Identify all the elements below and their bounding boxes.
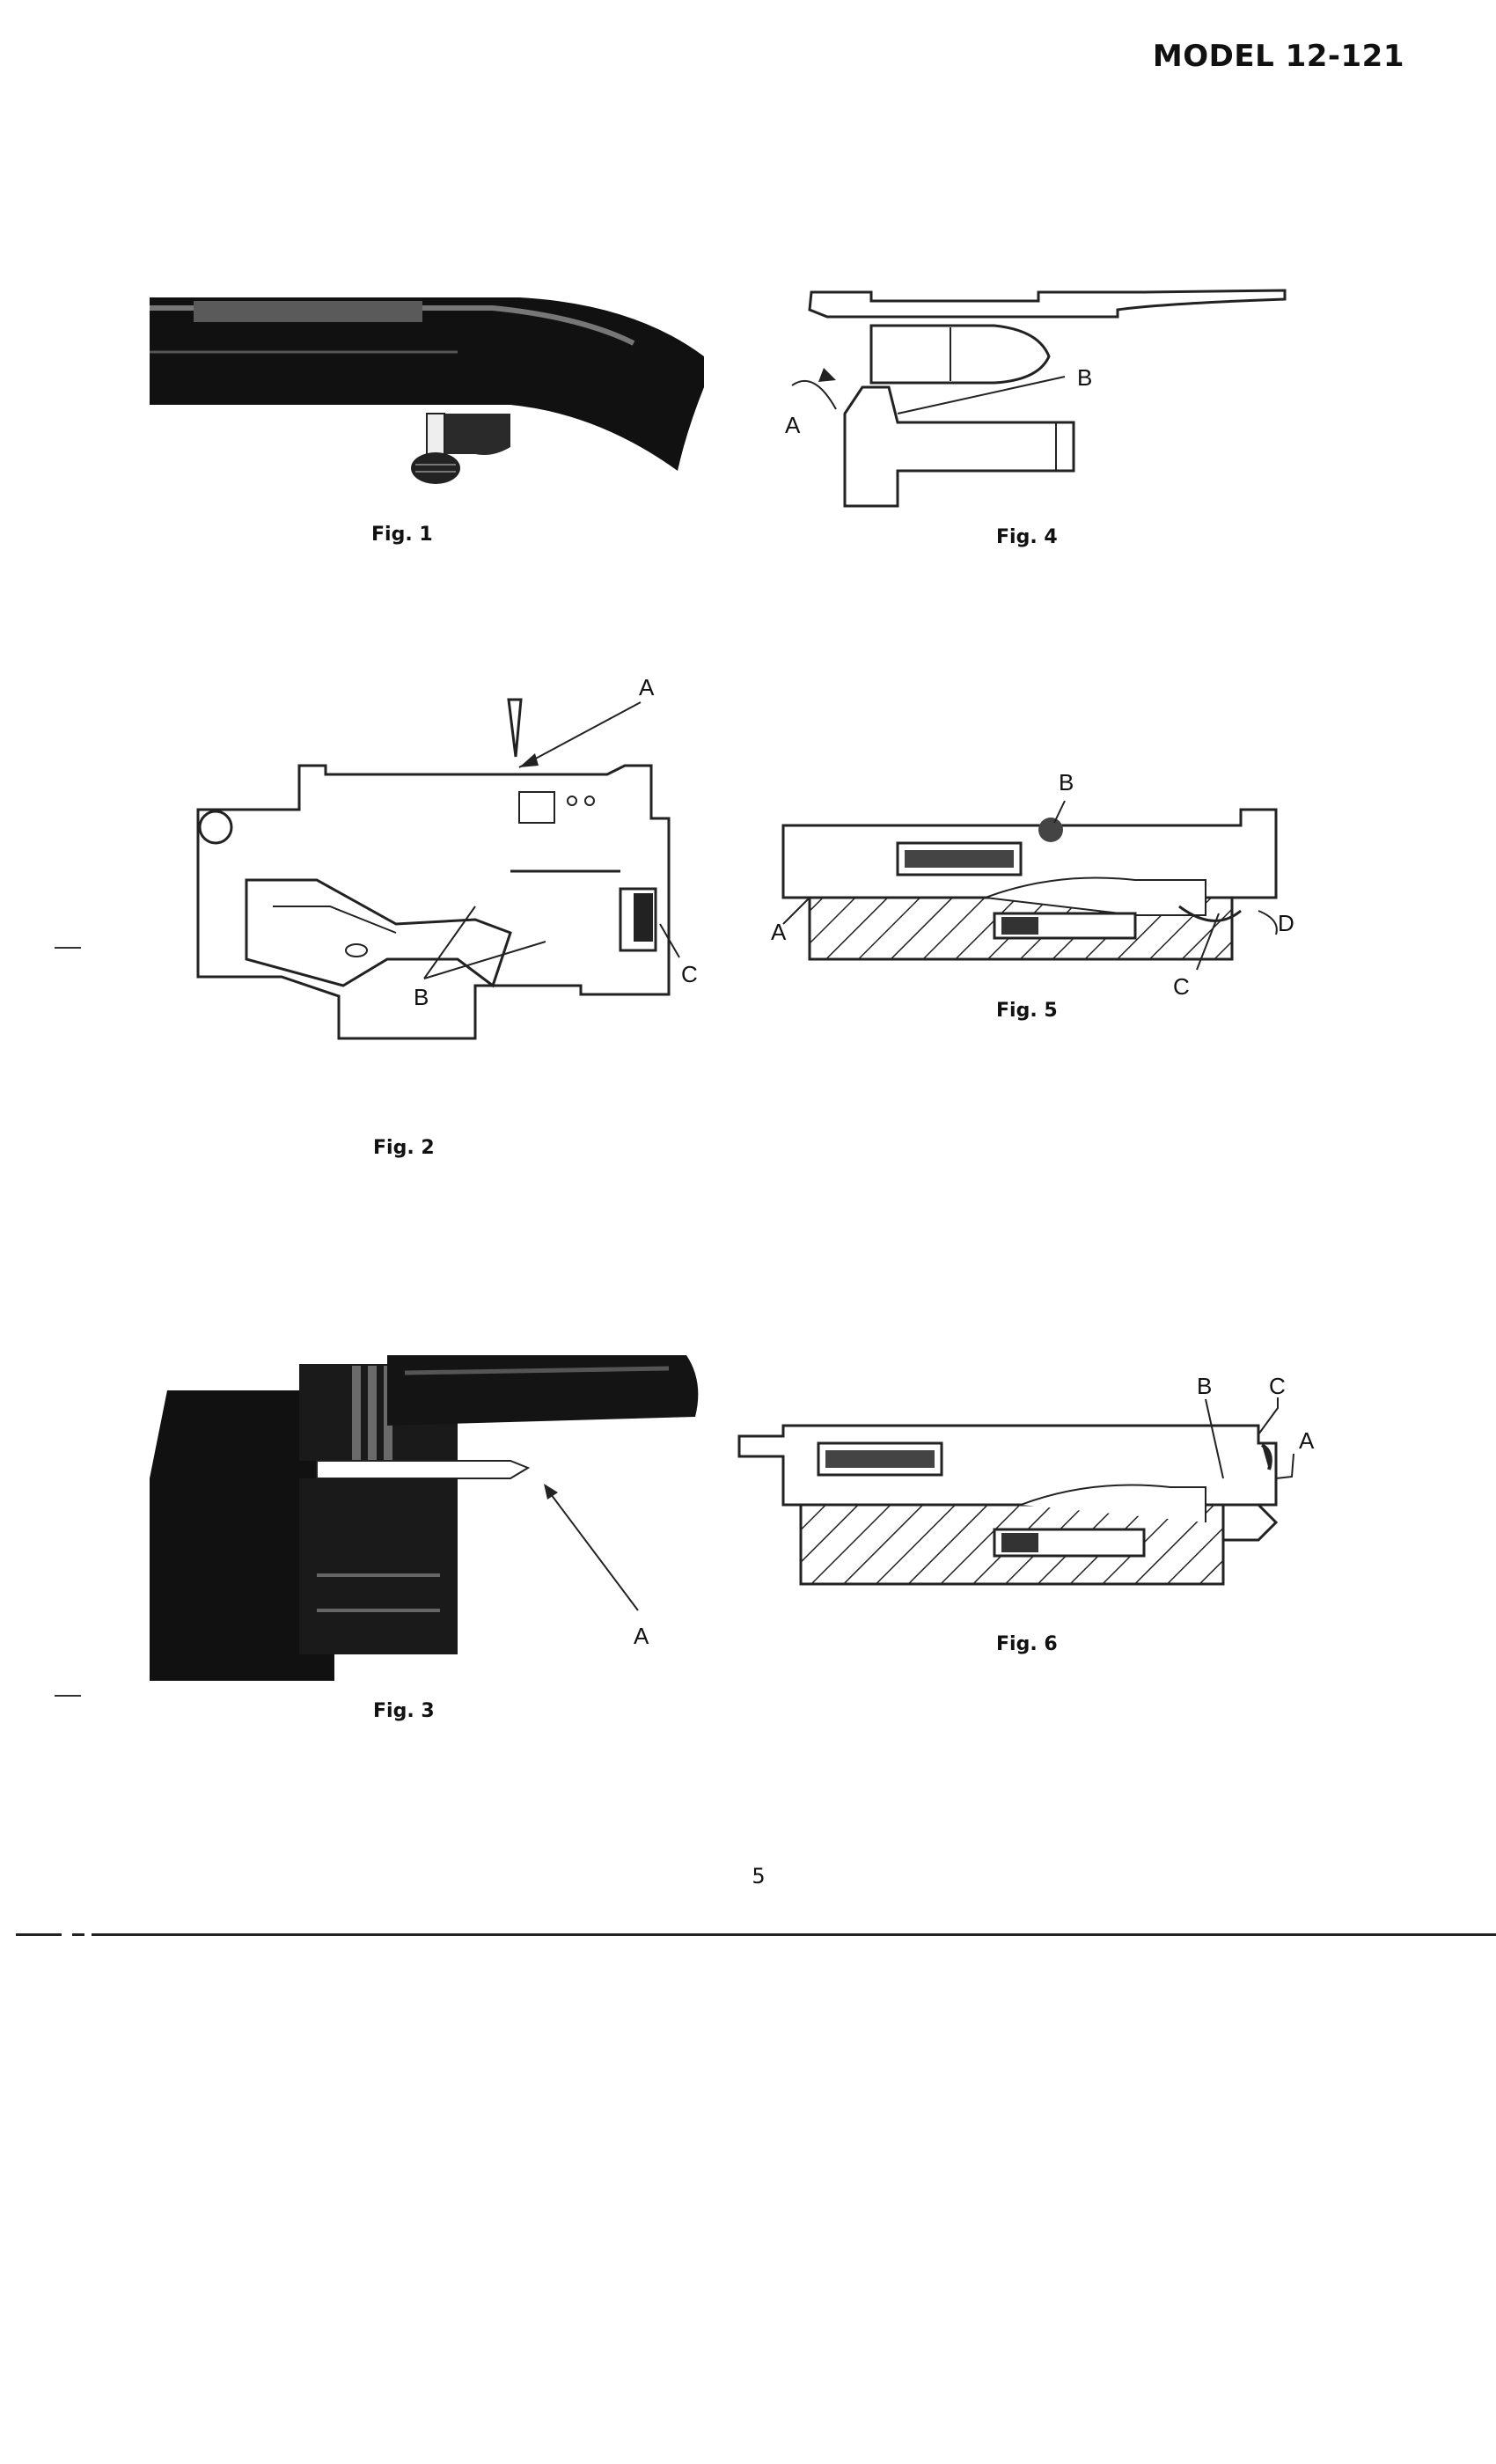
figure-2-caption: Fig. 2 bbox=[373, 1137, 435, 1159]
figure-6-callout-a: A bbox=[1299, 1427, 1315, 1454]
figure-4: A B Fig. 4 bbox=[774, 282, 1302, 563]
figure-4-caption: Fig. 4 bbox=[996, 526, 1058, 548]
figure-6-illustration: B C A bbox=[737, 1373, 1315, 1586]
figure-4-callout-b: B bbox=[1077, 364, 1092, 391]
figure-3: A Fig. 3 bbox=[141, 1346, 722, 1734]
model-header: MODEL 12-121 bbox=[1152, 39, 1404, 74]
figure-3-illustration: A bbox=[150, 1355, 699, 1681]
figure-2-callout-c: C bbox=[681, 961, 698, 987]
figure-6-callout-c: C bbox=[1269, 1373, 1286, 1399]
figure-5: A B C D Fig. 5 bbox=[739, 722, 1320, 1038]
figure-4-illustration: A B bbox=[785, 289, 1287, 508]
figure-1: Fig. 1 bbox=[141, 282, 722, 546]
figure-5-callout-d: D bbox=[1278, 910, 1294, 936]
figure-3-callout-a: A bbox=[634, 1623, 649, 1649]
figure-5-illustration: A B C D bbox=[771, 769, 1294, 1000]
margin-mark bbox=[55, 947, 81, 949]
figure-1-caption: Fig. 1 bbox=[371, 524, 433, 546]
figure-6-caption: Fig. 6 bbox=[996, 1633, 1058, 1655]
figure-2: A B C Fig. 2 bbox=[141, 669, 739, 1162]
page-divider-gap bbox=[62, 1930, 72, 1939]
figure-2-callout-b: B bbox=[414, 984, 429, 1010]
figure-1-illustration bbox=[150, 297, 704, 484]
figure-6-callout-b: B bbox=[1197, 1373, 1212, 1399]
page-number: 5 bbox=[752, 1864, 766, 1888]
figure-5-callout-c: C bbox=[1173, 973, 1190, 1000]
figure-5-caption: Fig. 5 bbox=[996, 1000, 1058, 1022]
page-divider bbox=[16, 1933, 1496, 1936]
figure-4-callout-a: A bbox=[785, 412, 801, 438]
figure-6: B C A Fig. 6 bbox=[730, 1373, 1329, 1672]
figure-2-callout-a: A bbox=[639, 674, 655, 700]
margin-mark bbox=[55, 1695, 81, 1697]
figure-5-callout-a: A bbox=[771, 919, 787, 945]
page-divider-gap bbox=[84, 1930, 92, 1939]
figure-2-illustration: A B C bbox=[196, 674, 698, 1040]
figure-3-caption: Fig. 3 bbox=[373, 1700, 435, 1722]
figure-5-callout-b: B bbox=[1059, 769, 1074, 796]
